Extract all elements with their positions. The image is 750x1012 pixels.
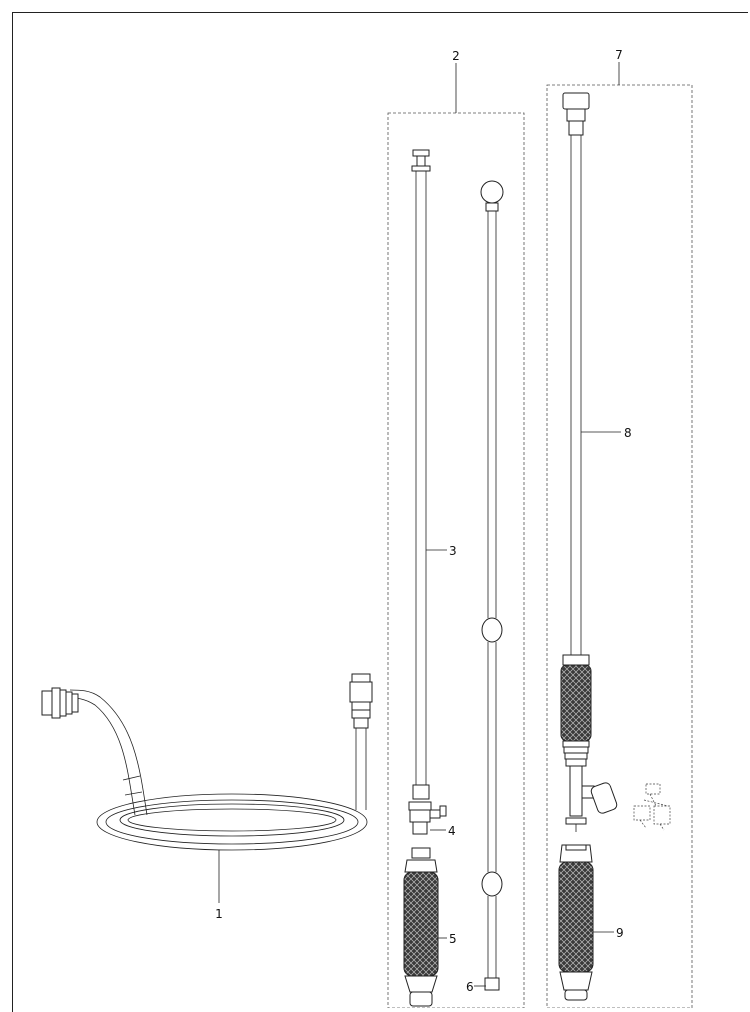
callouts: 1 2 3 4 5 6 7 8 9 [215,48,631,994]
part-1-hose [41,673,373,851]
part-3-lance [411,149,431,800]
detail-exploded-fittings [633,783,671,831]
part-4-valve [408,801,447,835]
part-5-handle [403,847,439,1007]
callout-2: 2 [452,49,460,63]
part-9-handle [558,844,594,1001]
diagram-frame [12,12,748,1012]
part-6-tube [480,180,504,991]
assembly-box-7 [546,84,693,1008]
callout-5: 5 [449,932,457,946]
callout-4: 4 [448,824,456,838]
callout-1: 1 [215,907,223,921]
callout-3: 3 [449,544,457,558]
part-8-lance-handle [560,92,618,832]
leader-lines [218,62,621,987]
callout-8: 8 [624,426,632,440]
callout-6: 6 [466,980,474,994]
callout-9: 9 [616,926,624,940]
callout-7: 7 [615,48,623,62]
